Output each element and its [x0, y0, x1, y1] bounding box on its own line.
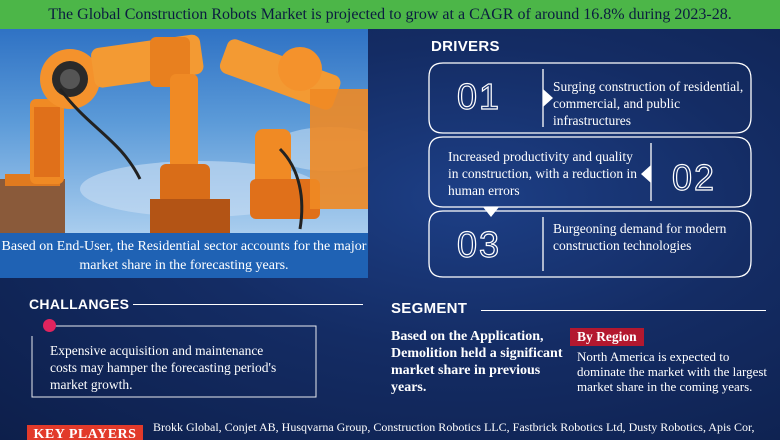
- driver-number-03: 03: [456, 223, 502, 265]
- key-players-badge: KEY PLAYERS: [27, 425, 143, 440]
- segment-divider: [481, 310, 766, 311]
- drivers-flow-outline: [428, 62, 752, 278]
- challenges-divider: [133, 304, 363, 305]
- driver-text-02: Increased productivity and quality in co…: [448, 149, 637, 198]
- region-text: North America is expected to dominate th…: [577, 349, 768, 394]
- driver-number-02: 02: [671, 156, 717, 198]
- hero-caption: Based on End-User, the Residential secto…: [0, 233, 368, 278]
- headline-banner: The Global Construction Robots Market is…: [0, 0, 780, 29]
- drivers-heading: DRIVERS: [431, 38, 500, 55]
- driver-text-01: Surging construction of residential, com…: [553, 79, 744, 128]
- challenges-bullet-dot: [43, 319, 56, 332]
- challenges-heading: CHALLANGES: [29, 296, 130, 312]
- robot-arms-photo: [0, 29, 368, 233]
- region-badge: By Region: [570, 328, 644, 346]
- challenges-text: Expensive acquisition and maintenance co…: [50, 343, 277, 392]
- driver-number-01: 01: [456, 75, 502, 117]
- segment-heading: SEGMENT: [391, 300, 468, 317]
- segment-application-text: Based on the Application, Demolition hel…: [391, 329, 563, 395]
- robot-arms-illustration: [0, 34, 368, 233]
- key-players-text: Brokk Global, Conjet AB, Husqvarna Group…: [153, 420, 755, 434]
- driver-text-03: Burgeoning demand for modern constructio…: [553, 221, 727, 253]
- challenges-box-outline: [31, 325, 317, 398]
